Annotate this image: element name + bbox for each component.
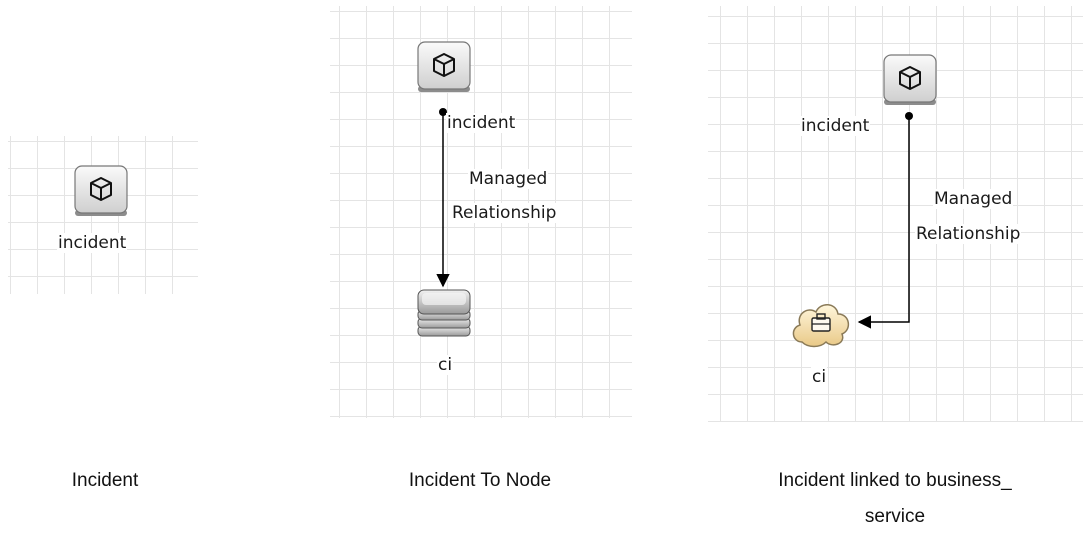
edge-label-line2: Relationship — [915, 224, 1022, 244]
caption-incident-business-service: Incident linked to business_ service — [725, 463, 1065, 535]
managed-relationship-edge[interactable] — [857, 112, 913, 329]
diagram-canvas-incident-to-node — [330, 6, 632, 418]
caption-line2: service — [864, 506, 926, 527]
node-label-ci: ci — [437, 355, 454, 375]
edge-label-line2: Relationship — [451, 203, 558, 223]
incident-cube-icon[interactable] — [883, 54, 937, 105]
business-service-cloud-icon[interactable] — [792, 304, 850, 348]
incident-cube-icon[interactable] — [417, 41, 471, 92]
edge-label-line1: Managed — [468, 169, 549, 189]
incident-cube-icon[interactable] — [74, 165, 128, 216]
node-label-incident: incident — [800, 116, 871, 136]
caption-line1: Incident linked to business_ — [778, 470, 1012, 491]
managed-relationship-edge[interactable] — [436, 108, 450, 288]
node-label-incident: incident — [446, 113, 517, 133]
caption-incident: Incident — [71, 470, 139, 491]
node-label-incident: incident — [57, 233, 128, 253]
edge-label-line1: Managed — [933, 189, 1014, 209]
node-stack-icon[interactable] — [417, 289, 471, 337]
node-label-ci: ci — [811, 367, 828, 387]
caption-incident-to-node: Incident To Node — [408, 470, 552, 491]
